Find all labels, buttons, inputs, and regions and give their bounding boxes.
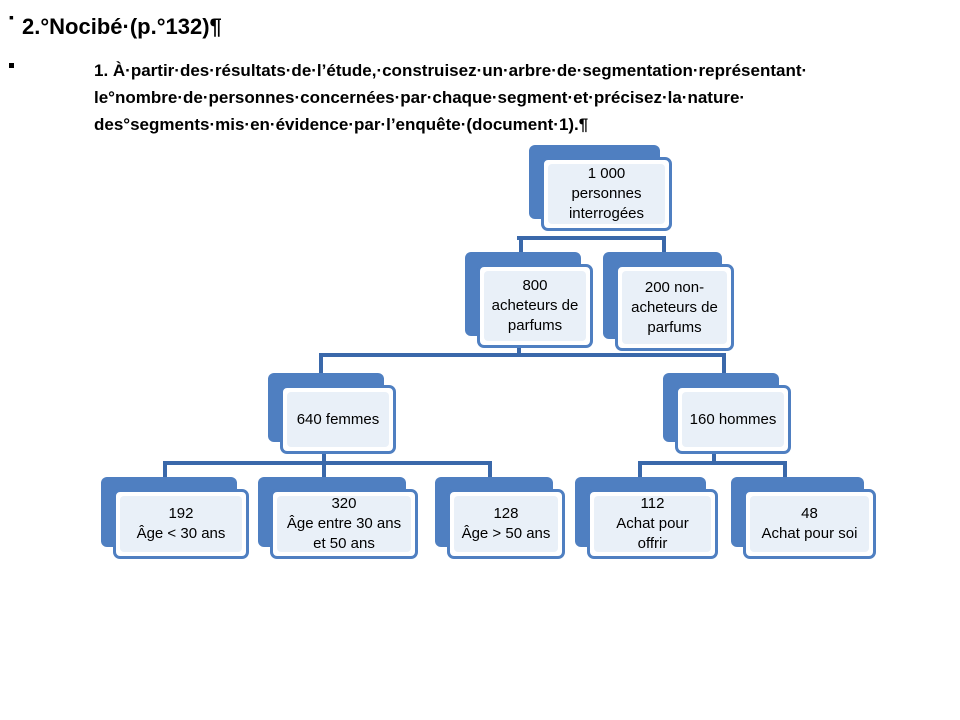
connector — [783, 461, 787, 479]
connector — [662, 236, 666, 258]
connector — [163, 461, 167, 479]
node-root: 1 000 personnes interrogées — [529, 145, 672, 231]
node-root-line: personnes — [571, 185, 642, 202]
question-line: 1. À·partir·des·résultats·de·l’étude,·co… — [94, 61, 808, 80]
connector — [722, 353, 726, 373]
node-between-30-50-line: 320 — [331, 495, 357, 512]
node-over-50-line: Âge > 50 ans — [461, 525, 551, 542]
connector — [488, 461, 492, 479]
question-text: 1. À·partir·des·résultats·de·l’étude,·co… — [94, 57, 924, 138]
node-between-30-50-line: et 50 ans — [313, 535, 375, 552]
connector — [519, 236, 523, 258]
connector — [322, 461, 326, 479]
connector — [638, 461, 787, 465]
node-buyers-line: acheteurs de — [491, 297, 579, 314]
question-line: des°segments·mis·en·évidence·par·l’enquê… — [94, 115, 589, 134]
node-gift-line: Achat pour — [616, 515, 689, 532]
node-root-line: 1 000 — [587, 165, 626, 182]
connector — [322, 452, 326, 463]
connector — [638, 461, 642, 479]
node-gift-line: 112 — [640, 495, 665, 512]
node-buyers-line: 800 — [522, 277, 548, 294]
node-gift-line: offrir — [637, 535, 668, 552]
node-buyers-line: parfums — [507, 317, 563, 334]
node-women-line: 640 femmes — [296, 410, 380, 428]
node-men-line: 160 hommes — [689, 410, 777, 428]
heading-mark: ▪ — [9, 9, 14, 25]
connector — [517, 236, 666, 240]
node-non-buyers: 200 non-acheteurs de parfums — [603, 252, 734, 351]
question-line: le°nombre·de·personnes·concernées·par·ch… — [94, 88, 746, 107]
connector — [517, 345, 521, 355]
node-root-line: interrogées — [568, 205, 645, 222]
node-non-buyers-line: 200 non- — [644, 278, 705, 296]
node-under-30-line: Âge < 30 ans — [136, 525, 226, 542]
node-self-line: 48 — [801, 505, 818, 522]
connector — [319, 353, 726, 357]
node-non-buyers-line: parfums — [647, 318, 702, 336]
connector — [163, 461, 492, 465]
node-between-30-50-line: Âge entre 30 ans — [286, 515, 402, 532]
section-heading: 2.°Nocibé·(p.°132)¶ — [22, 14, 222, 39]
node-over-50-line: 128 — [493, 505, 519, 522]
connector — [712, 452, 716, 463]
node-self-line: Achat pour soi — [761, 525, 858, 542]
connector — [319, 353, 323, 373]
node-non-buyers-line: acheteurs de — [631, 298, 718, 316]
node-men: 160 hommes — [663, 373, 791, 454]
node-under-30-line: 192 — [168, 505, 194, 522]
node-women: 640 femmes — [268, 373, 396, 454]
list-bullet — [9, 63, 14, 68]
node-buyers: 800 acheteurs de parfums — [465, 252, 593, 348]
